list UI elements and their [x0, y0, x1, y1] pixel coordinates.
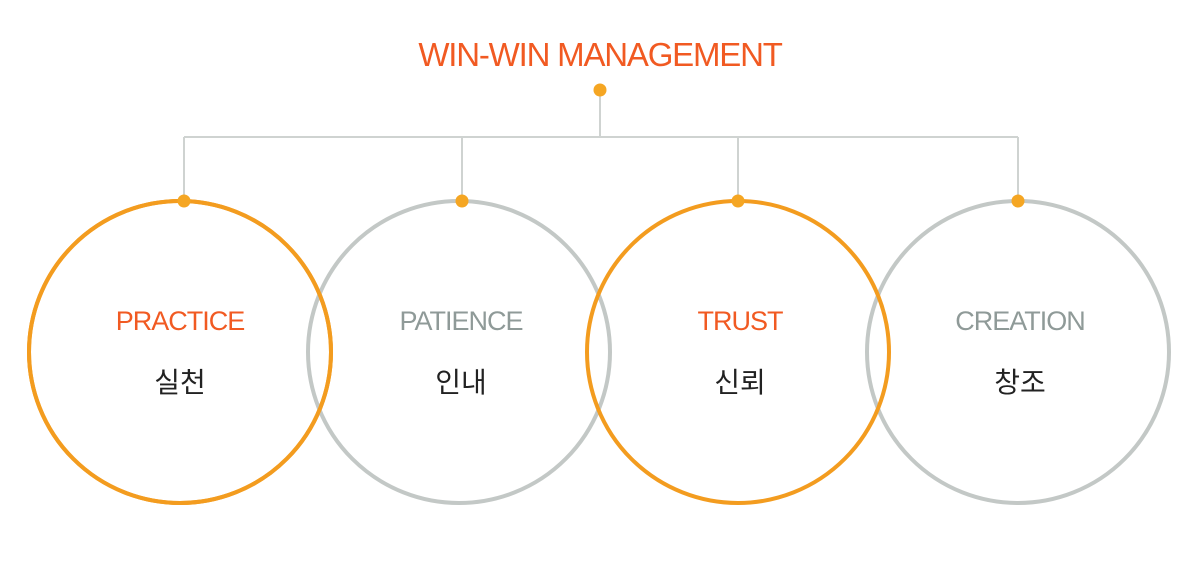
- value-english-label: CREATION: [955, 306, 1085, 336]
- value-trust: TRUST 신뢰: [698, 306, 784, 399]
- connector-dots: [177, 83, 1025, 208]
- value-ring-trust: [585, 199, 891, 505]
- value-ring-creation: [865, 199, 1171, 505]
- ring-dot-practice: [177, 194, 191, 208]
- value-ring-practice-overlay: [27, 199, 333, 505]
- value-english-label: TRUST: [698, 306, 783, 336]
- ring-dot-trust: [731, 194, 745, 208]
- value-korean-label: 창조: [994, 366, 1046, 399]
- diagram-title: WIN-WIN MANAGEMENT: [418, 36, 782, 73]
- ring-dot-patience: [455, 194, 469, 208]
- value-patience: PATIENCE 인내: [399, 306, 523, 399]
- value-korean-label: 인내: [435, 366, 487, 399]
- value-practice: PRACTICE 실천: [116, 306, 246, 399]
- top-dot: [593, 83, 607, 97]
- value-korean-label: 실천: [154, 366, 206, 399]
- value-ring-patience: [306, 199, 612, 505]
- value-english-label: PATIENCE: [399, 306, 522, 336]
- value-english-label: PRACTICE: [116, 306, 245, 336]
- ring-dot-creation: [1011, 194, 1025, 208]
- connector-tree: [183, 90, 1019, 201]
- value-creation: CREATION 창조: [955, 306, 1086, 399]
- rings: [27, 199, 1171, 505]
- value-korean-label: 신뢰: [714, 366, 766, 399]
